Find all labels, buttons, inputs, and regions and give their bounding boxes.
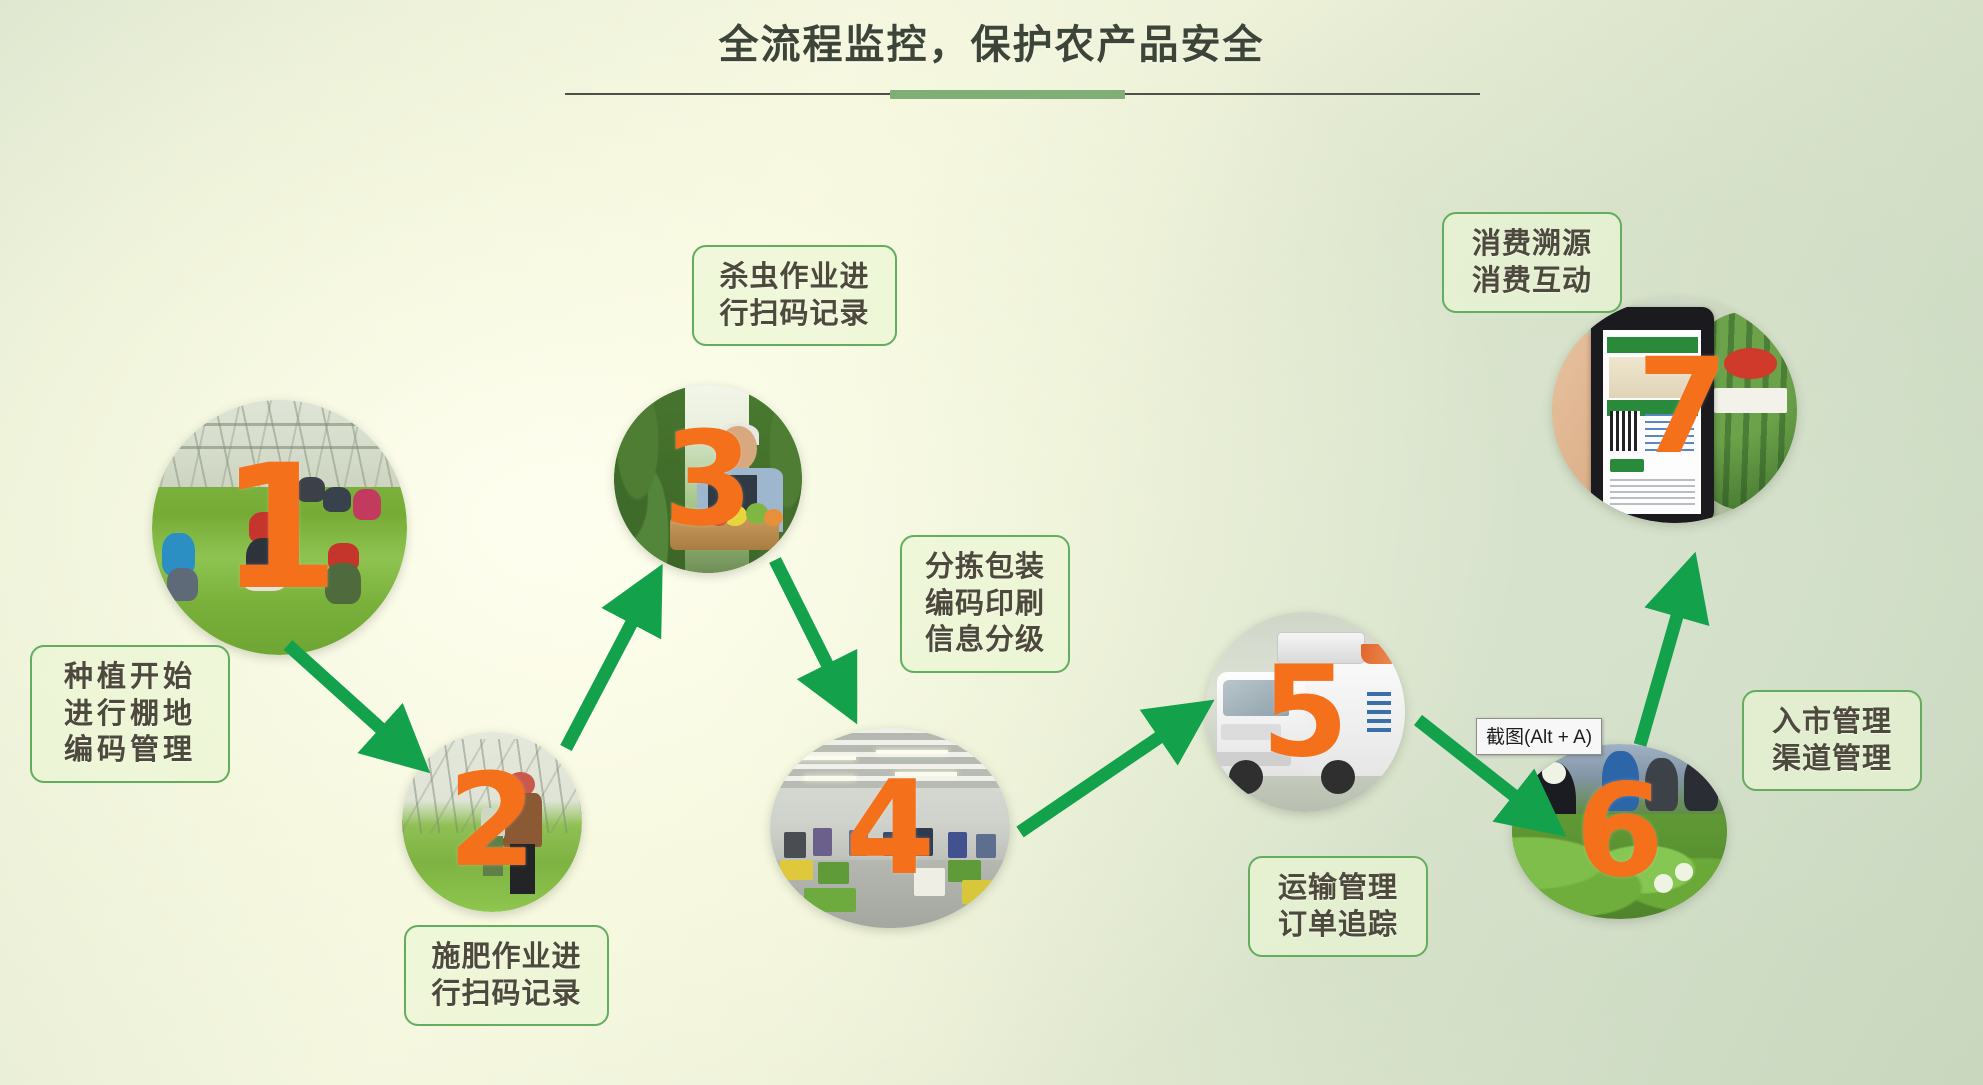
divider-accent-segment [890,90,1125,99]
farmer-with-vegetable-basket-photo [614,385,802,573]
step-4-photo-circle[interactable]: 4 [770,728,1010,928]
step-3-photo-circle[interactable]: 3 [614,385,802,573]
arrow-4-to-5 [1016,699,1215,838]
step-2-photo-circle[interactable]: 2 [402,732,582,912]
step-7-photo-circle[interactable]: 7 [1552,298,1797,523]
packing-warehouse-photo [770,728,1010,928]
hand-holding-phone-traceability-photo [1552,298,1797,523]
greenhouse-fertilizing-photo [402,732,582,912]
arrow-1-to-2 [283,640,431,774]
step-3-callout: 杀虫作业进 行扫码记录 [692,245,897,347]
arrow-3-to-4 [769,557,858,725]
title-divider [565,90,1480,99]
screenshot-shortcut-tooltip: 截图(Alt + A) [1476,718,1603,755]
slide-header: 全流程监控，保护农产品安全 [0,0,1983,110]
step-6-callout: 入市管理 渠道管理 [1742,690,1922,792]
step-3-number: 3 [662,403,754,555]
step-5-number: 5 [1261,638,1349,785]
step-5-photo-circle[interactable]: 5 [1205,612,1405,812]
step-1-photo-circle[interactable]: 1 [152,400,407,655]
step-1-number: 1 [219,426,340,628]
step-5-callout: 运输管理 订单追踪 [1248,856,1428,958]
refrigerated-truck-photo [1205,612,1405,812]
step-7-callout: 消费溯源 消费互动 [1442,212,1622,314]
greenhouse-workers-photo [152,400,407,655]
arrow-6-to-7 [1633,551,1710,747]
page-title: 全流程监控，保护农产品安全 [718,23,1265,67]
step-7-number: 7 [1636,329,1729,484]
step-1-callout: 种植开始 进行棚地 编码管理 [30,645,230,783]
step-2-number: 2 [447,747,537,896]
step-6-photo-circle[interactable]: 6 [1512,744,1727,919]
step-6-number: 6 [1574,756,1665,906]
step-4-callout: 分拣包装 编码印刷 信息分级 [900,535,1070,673]
step-2-callout: 施肥作业进 行扫码记录 [404,925,609,1027]
step-4-number: 4 [844,752,936,904]
arrow-2-to-3 [560,563,663,752]
